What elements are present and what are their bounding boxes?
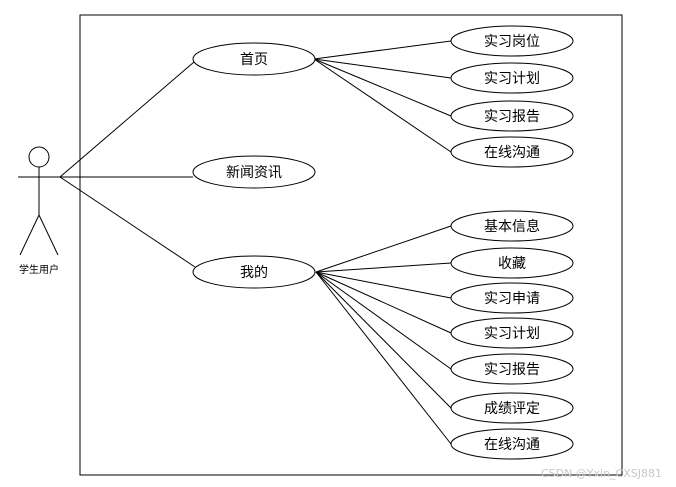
mine-to-child-6-line <box>315 271 452 409</box>
actor-figure <box>18 146 60 256</box>
use-case-mine-ellipse <box>192 255 316 289</box>
home-child-2-label: 实习计划 <box>484 71 540 87</box>
actor-label: 学生用户 <box>19 263 59 276</box>
home-child-1-ellipse <box>450 25 574 57</box>
actor-left-leg <box>19 214 40 256</box>
home-child-3-ellipse <box>450 100 574 132</box>
watermark: CSDN @Yxin_CXSJ881 <box>541 467 662 480</box>
mine-to-child-5-line <box>315 271 452 370</box>
home-to-child-1-line <box>313 40 452 60</box>
home-child-2-ellipse <box>450 62 574 94</box>
actor-to-home-line <box>59 61 195 178</box>
home-child-4[interactable]: 在线沟通 <box>450 136 574 168</box>
mine-child-4-label: 实习计划 <box>484 326 540 342</box>
use-case-home-label: 首页 <box>240 52 268 68</box>
home-child-3[interactable]: 实习报告 <box>450 100 574 132</box>
use-case-home-ellipse <box>192 42 316 76</box>
mine-to-child-4-line <box>315 271 452 334</box>
mine-child-1-ellipse <box>450 210 574 242</box>
use-case-mine-label: 我的 <box>240 265 268 281</box>
home-child-1-label: 实习岗位 <box>484 34 540 50</box>
home-child-4-label: 在线沟通 <box>484 145 540 161</box>
use-case-news[interactable]: 新闻资讯 <box>192 155 316 189</box>
mine-child-5[interactable]: 实习报告 <box>450 353 574 385</box>
use-case-mine[interactable]: 我的 <box>192 255 316 289</box>
actor-head <box>28 146 50 168</box>
mine-child-3-ellipse <box>450 282 574 314</box>
mine-child-7[interactable]: 在线沟通 <box>450 428 574 460</box>
mine-child-5-label: 实习报告 <box>484 362 540 378</box>
mine-child-6-ellipse <box>450 392 574 424</box>
mine-child-4-ellipse <box>450 317 574 349</box>
mine-child-6[interactable]: 成绩评定 <box>450 392 574 424</box>
mine-child-1[interactable]: 基本信息 <box>450 210 574 242</box>
home-child-4-ellipse <box>450 136 574 168</box>
use-case-news-ellipse <box>192 155 316 189</box>
home-child-2[interactable]: 实习计划 <box>450 62 574 94</box>
home-to-child-4-line <box>313 58 452 153</box>
actor-right-leg <box>38 214 59 256</box>
mine-child-3[interactable]: 实习申请 <box>450 282 574 314</box>
home-to-child-3-line <box>313 58 452 117</box>
home-child-3-label: 实习报告 <box>484 109 540 125</box>
mine-to-child-3-line <box>315 271 452 299</box>
mine-to-child-7-line <box>315 271 452 445</box>
mine-child-7-label: 在线沟通 <box>484 437 540 453</box>
home-child-1[interactable]: 实习岗位 <box>450 25 574 57</box>
mine-child-6-label: 成绩评定 <box>484 401 540 417</box>
use-case-home[interactable]: 首页 <box>192 42 316 76</box>
mine-child-2[interactable]: 收藏 <box>450 247 574 279</box>
mine-to-child-2-line <box>315 262 452 273</box>
mine-child-5-ellipse <box>450 353 574 385</box>
home-to-child-2-line <box>313 58 452 79</box>
mine-child-4[interactable]: 实习计划 <box>450 317 574 349</box>
mine-child-7-ellipse <box>450 428 574 460</box>
mine-to-child-1-line <box>315 225 452 273</box>
actor-to-mine-line <box>59 176 196 268</box>
use-case-news-label: 新闻资讯 <box>226 165 282 181</box>
mine-child-3-label: 实习申请 <box>484 291 540 307</box>
mine-child-2-label: 收藏 <box>498 256 526 272</box>
system-boundary <box>79 14 623 476</box>
mine-child-2-ellipse <box>450 247 574 279</box>
association-lines <box>59 40 452 445</box>
mine-child-1-label: 基本信息 <box>484 218 540 235</box>
